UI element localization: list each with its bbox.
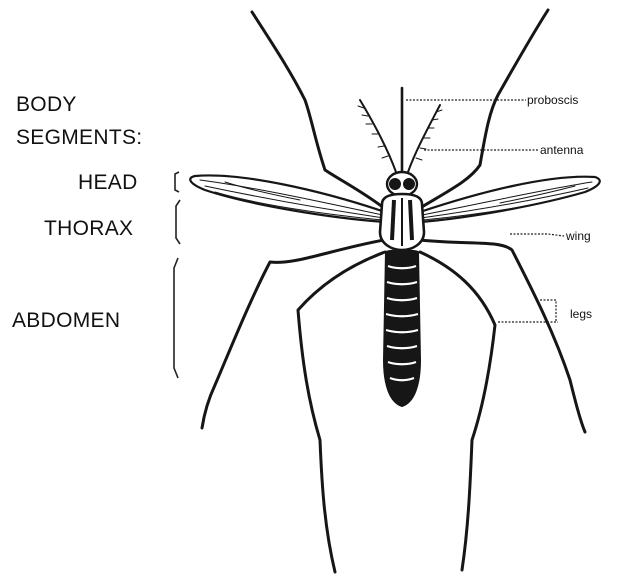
segment-label-head: HEAD bbox=[78, 171, 138, 194]
front-left-leg bbox=[252, 12, 384, 208]
middle-left-leg bbox=[202, 240, 384, 428]
part-label-antenna: antenna bbox=[540, 143, 584, 157]
leader-wing bbox=[510, 234, 564, 236]
part-label-wing: wing bbox=[565, 229, 591, 243]
segments-heading-line1: BODY bbox=[16, 93, 77, 116]
bracket-head bbox=[175, 172, 179, 192]
segment-label-thorax: THORAX bbox=[44, 217, 133, 240]
bracket-abdomen bbox=[174, 258, 178, 378]
middle-right-leg bbox=[420, 240, 585, 432]
leader-legs bbox=[498, 300, 558, 322]
hind-left-leg bbox=[298, 252, 385, 572]
bracket-thorax bbox=[176, 200, 180, 244]
abdomen bbox=[384, 251, 420, 407]
front-right-leg bbox=[420, 10, 548, 208]
part-label-proboscis: proboscis bbox=[527, 93, 578, 107]
segments-heading-line2: SEGMENTS: bbox=[16, 126, 142, 149]
left-wing bbox=[190, 175, 385, 222]
left-antenna bbox=[360, 100, 396, 172]
segment-label-abdomen: ABDOMEN bbox=[12, 309, 120, 332]
hind-right-leg bbox=[420, 252, 495, 570]
right-wing bbox=[420, 177, 600, 222]
part-label-legs: legs bbox=[570, 307, 592, 321]
